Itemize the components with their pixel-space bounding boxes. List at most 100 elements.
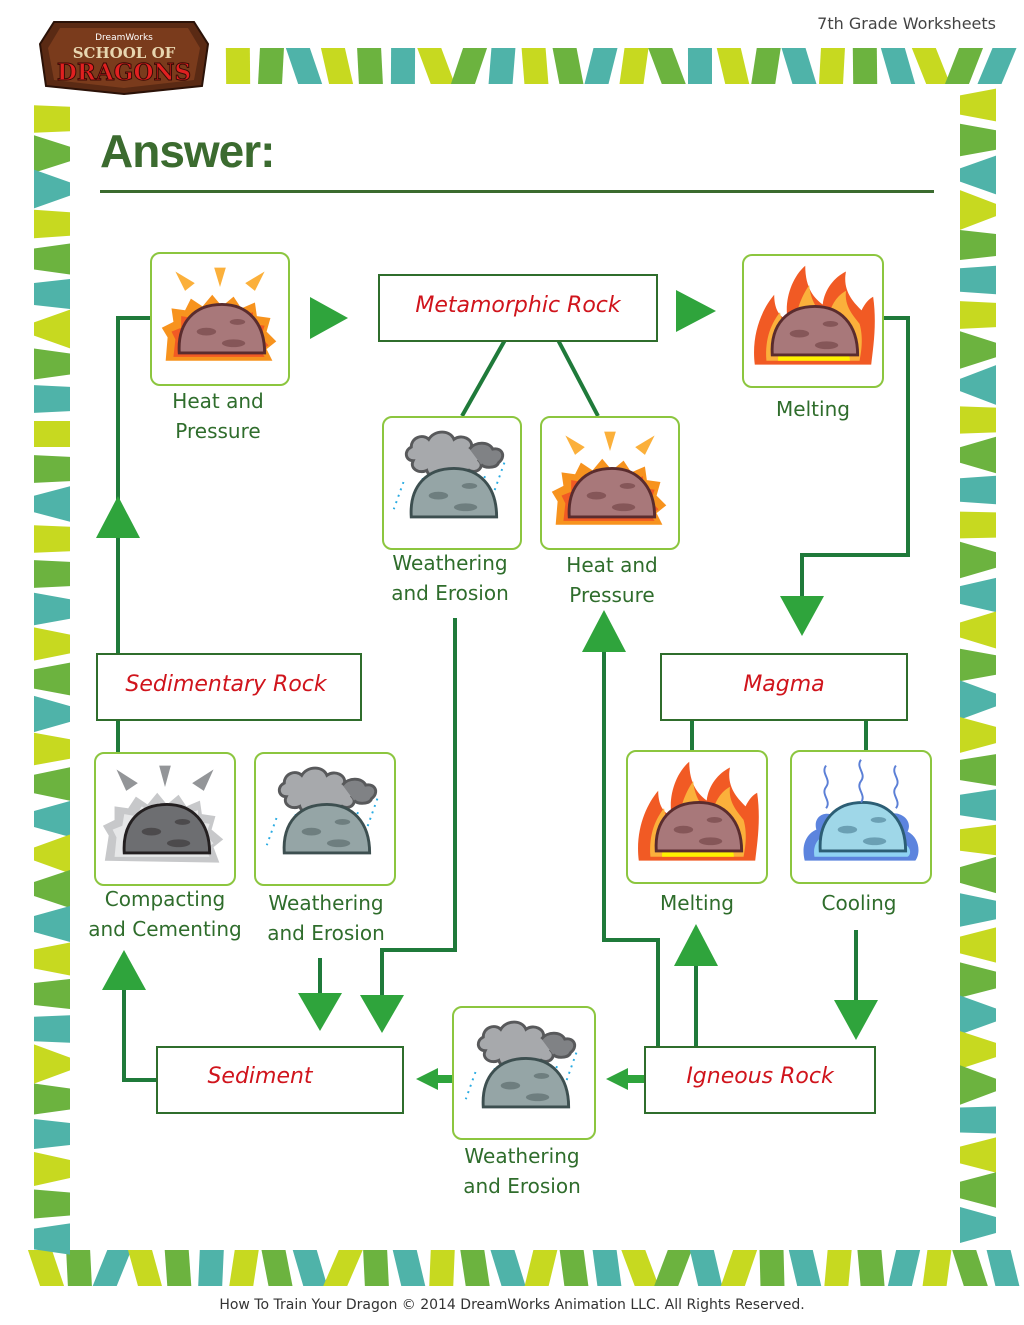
border-shape xyxy=(960,541,996,579)
connector-weather-to-sediment xyxy=(380,618,457,1000)
border-shape xyxy=(92,1250,132,1286)
caption-weather-bottom-line2: and Erosion xyxy=(463,1174,581,1198)
weathering-tile-mid xyxy=(382,416,522,550)
border-shape xyxy=(716,48,750,84)
border-shape xyxy=(819,48,845,84)
border-shape xyxy=(960,123,996,157)
border-shape xyxy=(521,48,549,84)
arrow-up-to-melting xyxy=(674,924,718,966)
border-shape xyxy=(922,1250,952,1286)
caption-heat-mid-line2: Pressure xyxy=(569,583,655,607)
title-rule xyxy=(100,190,934,193)
sediment-label: Sediment xyxy=(207,1064,313,1089)
border-shape xyxy=(34,979,70,1009)
arrow-down-to-magma xyxy=(780,596,824,636)
melting-tile-right xyxy=(626,750,768,884)
logo-line2: DRAGONS xyxy=(57,59,191,86)
border-shape xyxy=(751,48,781,84)
border-shape xyxy=(66,1250,92,1286)
compacting-tile xyxy=(94,752,236,886)
arrow-left-stem xyxy=(438,1075,452,1083)
border-shape xyxy=(781,48,817,84)
border-shape xyxy=(960,893,996,927)
border-shape xyxy=(960,927,996,963)
sedimentary-rock-label: Sedimentary Rock xyxy=(125,672,327,697)
melting-fire-icon xyxy=(638,761,759,861)
connector-meta-to-heat xyxy=(556,339,600,417)
border-shape xyxy=(852,48,878,84)
border-shape xyxy=(229,1250,259,1286)
border-shape xyxy=(34,1152,70,1186)
cooling-tile xyxy=(790,750,932,884)
border-shape xyxy=(27,1250,65,1286)
border-shape xyxy=(960,511,996,539)
caption-weather-mid-line2: and Erosion xyxy=(391,581,509,605)
border-shape xyxy=(960,436,996,474)
border-shape xyxy=(34,560,70,588)
arrow-up-to-heat-mid xyxy=(582,610,626,652)
border-shape xyxy=(34,834,70,874)
border-shape xyxy=(34,1119,70,1149)
weathering-erosion-icon xyxy=(265,766,379,855)
border-shape xyxy=(34,695,70,733)
caption-heat-mid: Heat and Pressure xyxy=(540,550,684,610)
connector-igneous-to-heat xyxy=(602,650,660,1048)
border-shape xyxy=(960,577,996,613)
weathering-erosion-icon xyxy=(392,430,506,519)
border-shape xyxy=(788,1250,822,1286)
border-shape xyxy=(34,1044,70,1084)
magma-label: Magma xyxy=(743,672,825,697)
border-shape xyxy=(258,48,284,84)
border-shape xyxy=(34,942,70,976)
metamorphic-rock-box xyxy=(378,274,658,342)
arrow-left-stem-2 xyxy=(628,1075,644,1083)
metamorphic-rock-label: Metamorphic Rock xyxy=(415,293,621,318)
border-shape xyxy=(34,662,70,696)
border-shape xyxy=(34,278,70,310)
cooling-icon xyxy=(803,759,919,861)
border-shape xyxy=(759,1250,785,1286)
border-shape xyxy=(960,1137,996,1173)
weathering-erosion-icon xyxy=(464,1020,578,1109)
border-shape xyxy=(34,905,70,943)
border-shape xyxy=(960,995,996,1035)
caption-heat-top-line1: Heat and xyxy=(172,389,264,413)
arrow-down-weather-left xyxy=(298,993,342,1031)
border-shape xyxy=(34,348,70,380)
arrow-down-weather-mid xyxy=(360,995,404,1033)
igneous-rock-box xyxy=(644,1046,876,1114)
border-shape xyxy=(960,365,996,405)
caption-weather-mid-line1: Weathering xyxy=(392,551,508,575)
border-shape xyxy=(880,48,916,84)
border-shape xyxy=(34,1223,70,1255)
border-shape xyxy=(552,48,584,84)
border-shape xyxy=(584,48,618,84)
connector-magma-to-tiles xyxy=(690,720,868,752)
copyright-footer: How To Train Your Dragon © 2014 DreamWor… xyxy=(219,1297,805,1313)
caption-heat-top: Heat and Pressure xyxy=(150,386,286,446)
grade-label: 7th Grade Worksheets xyxy=(817,14,996,33)
border-shape xyxy=(198,1250,224,1286)
border-shape xyxy=(34,209,70,239)
border-shape xyxy=(960,475,996,505)
border-shape xyxy=(960,1106,996,1134)
border-shape xyxy=(417,48,455,84)
connector-meta-to-weather xyxy=(460,339,507,417)
border-shape xyxy=(34,169,70,209)
border-shape xyxy=(34,385,70,413)
border-shape xyxy=(390,48,416,84)
border-shape xyxy=(592,1250,622,1286)
heat-pressure-tile-top xyxy=(150,252,290,386)
caption-melting-top: Melting xyxy=(776,397,850,421)
border-shape xyxy=(977,48,1017,84)
border-shape xyxy=(357,48,383,84)
heat-pressure-tile-mid xyxy=(540,416,680,550)
caption-heat-mid-line1: Heat and xyxy=(566,553,658,577)
caption-compact: Compacting and Cementing xyxy=(84,884,246,944)
caption-cooling: Cooling xyxy=(821,891,897,915)
logo-small-text: DreamWorks xyxy=(95,33,153,43)
border-shape xyxy=(34,732,70,766)
border-shape xyxy=(952,1250,988,1286)
